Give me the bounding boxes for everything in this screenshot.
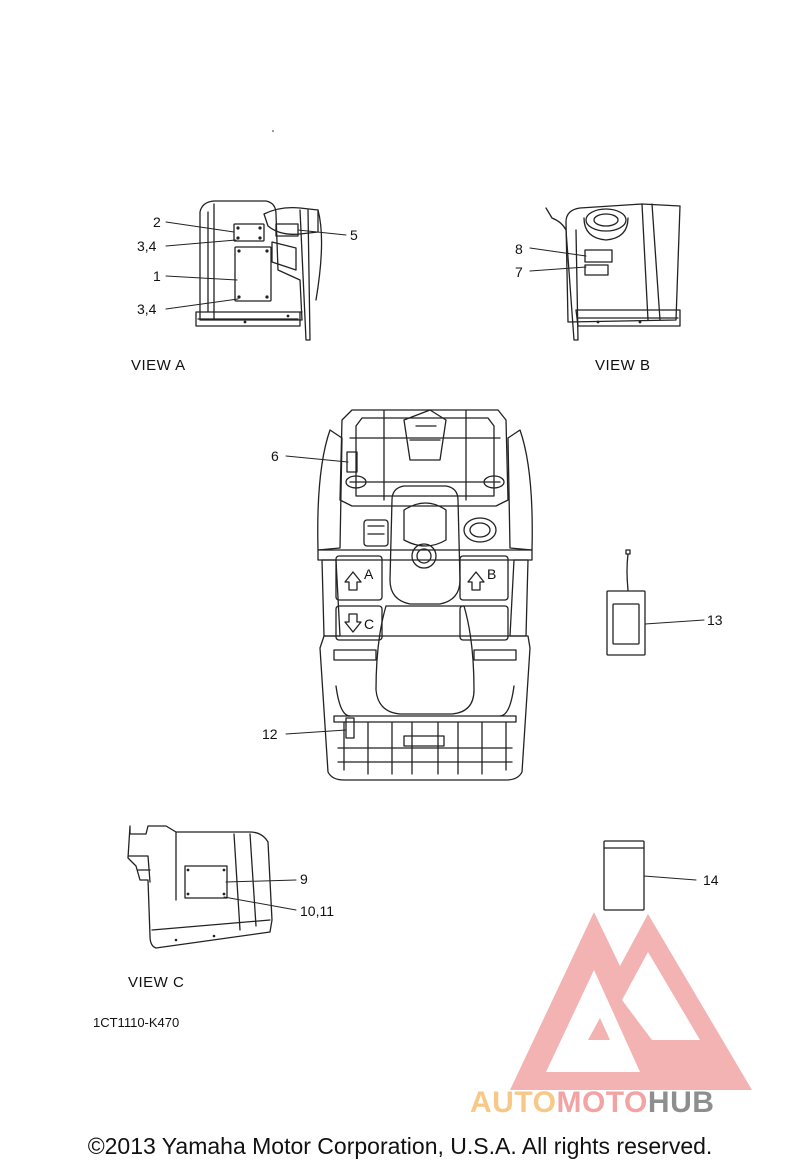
diagram-code: 1CT1110-K470 — [93, 1015, 180, 1030]
arrow-c-icon — [344, 613, 362, 633]
callout-5: 5 — [350, 227, 358, 243]
watermark-part-1: AUTO — [470, 1086, 557, 1119]
callout-2: 2 — [153, 214, 161, 230]
view-a-drawing — [165, 130, 347, 341]
callout-3-4-upper: 3,4 — [137, 238, 157, 254]
watermark-part-3: HUB — [647, 1086, 715, 1119]
arrow-a-icon — [344, 571, 362, 591]
view-c-title: VIEW C — [128, 974, 185, 991]
callout-6: 6 — [271, 448, 279, 464]
arrow-b-label: B — [487, 566, 497, 582]
watermark-text: AUTOMOTOHUB — [470, 1086, 714, 1120]
watermark-part-2: MOTO — [556, 1086, 648, 1119]
label-7-decal — [584, 264, 609, 276]
watermark-logo-icon — [510, 912, 752, 1090]
callout-14: 14 — [703, 872, 719, 888]
tag-13-drawing — [606, 549, 705, 656]
label-12-decal — [345, 717, 355, 739]
label-8-decal — [584, 249, 613, 263]
label-9-decal — [184, 865, 228, 899]
callout-1: 1 — [153, 268, 161, 284]
label-1-decal — [234, 246, 272, 302]
callout-9: 9 — [300, 871, 308, 887]
atv-top-view — [285, 409, 533, 781]
arrow-a-label: A — [364, 566, 374, 582]
view-b-drawing — [529, 203, 681, 341]
arrow-c-label: C — [364, 616, 375, 632]
arrow-b-icon — [467, 571, 485, 591]
copyright-notice: ©2013 Yamaha Motor Corporation, U.S.A. A… — [87, 1133, 713, 1159]
callout-12: 12 — [262, 726, 278, 742]
view-b-title: VIEW B — [595, 357, 651, 374]
callout-3-4-lower: 3,4 — [137, 301, 157, 317]
item-14-drawing — [603, 840, 697, 911]
callout-8: 8 — [515, 241, 523, 257]
callout-13: 13 — [707, 612, 723, 628]
callout-10-11: 10,11 — [300, 903, 334, 919]
callout-7: 7 — [515, 264, 523, 280]
view-a-title: VIEW A — [131, 357, 186, 374]
view-c-drawing — [127, 825, 297, 949]
